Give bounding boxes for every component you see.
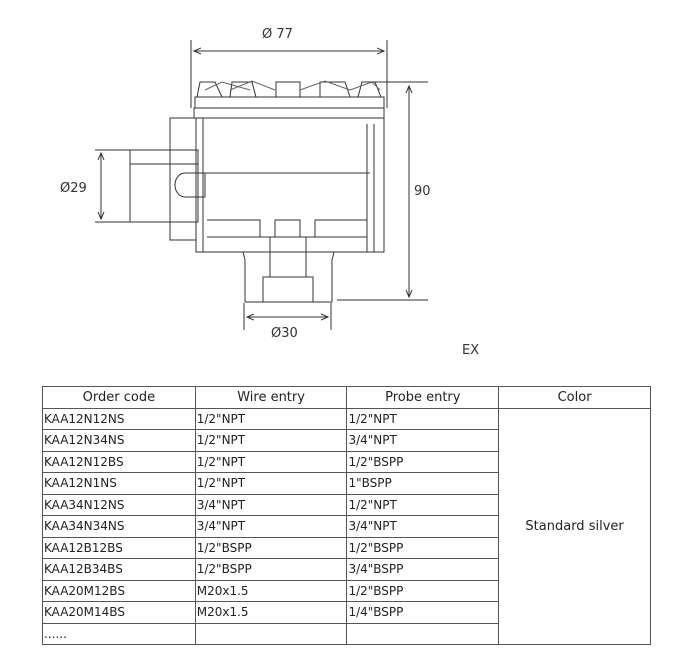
header-order-code: Order code [42,386,196,409]
probe-entry-neck [242,237,335,303]
order-code-cell: KAA20M14BS [42,601,196,624]
wire-entry-cell: 1/2"BSPP [194,558,348,581]
table-header-row: Order code Wire entry Probe entry Color [42,386,651,409]
probe-entry-cell: 3/4"BSPP [346,558,500,581]
junction-box-drawing: Ø 77 [60,27,431,341]
wire-entry-cell: 1/2"NPT [194,407,348,430]
wire-entry-cell: 3/4"NPT [194,515,348,538]
header-color: Color [498,386,651,409]
dim-height-text: 90 [414,184,431,199]
body-outline [195,117,385,253]
dim-bottom-diameter-text: Ø30 [271,326,298,341]
probe-entry-cell: 1/2"NPT [346,493,500,516]
wire-entry-cell: 1/2"NPT [194,472,348,495]
order-code-cell: KAA12N12NS [42,407,196,430]
wire-entry-cell: M20x1.5 [194,601,348,624]
dimension-height: 90 [337,81,431,301]
header-probe-entry: Probe entry [346,386,500,409]
order-code-table: Order code Wire entry Probe entry Color … [42,386,651,645]
wire-entry-cell: M20x1.5 [194,579,348,602]
order-code-cell: KAA12B34BS [42,558,196,581]
dimension-bottom-diameter: Ø30 [243,303,332,341]
variant-label: EX [462,343,480,358]
probe-entry-cell: 1/2"BSPP [346,536,500,559]
dimension-top-diameter: Ø 77 [190,27,388,108]
order-code-cell: ...... [42,622,196,645]
probe-entry-cell: 1"BSPP [346,472,500,495]
wire-entry-cell: 1/2"NPT [194,429,348,452]
order-code-cell: KAA12N34NS [42,429,196,452]
wire-entry-cell: 3/4"NPT [194,493,348,516]
cap-outline [193,80,385,119]
table-row: ...... [42,622,651,645]
order-code-cell: KAA12B12BS [42,536,196,559]
color-cell: Standard silver [498,407,651,645]
probe-entry-cell: 1/2"NPT [346,407,500,430]
header-wire-entry: Wire entry [194,386,348,409]
wire-entry-cell [194,622,348,645]
dimension-side-diameter: Ø29 [60,149,130,223]
dim-side-diameter-text: Ø29 [60,181,87,196]
probe-entry-cell: 1/2"BSPP [346,450,500,473]
dim-top-diameter-text: Ø 77 [262,27,293,42]
wire-entry-cell: 1/2"BSPP [194,536,348,559]
order-code-cell: KAA34N12NS [42,493,196,516]
order-code-cell: KAA12N12BS [42,450,196,473]
probe-entry-cell: 3/4"NPT [346,515,500,538]
order-code-cell: KAA34N34NS [42,515,196,538]
wire-entry-cell: 1/2"NPT [194,450,348,473]
probe-entry-cell: 3/4"NPT [346,429,500,452]
probe-entry-cell [346,622,500,645]
order-code-cell: KAA20M12BS [42,579,196,602]
probe-entry-cell: 1/2"BSPP [346,579,500,602]
probe-entry-cell: 1/4"BSPP [346,601,500,624]
wire-entry-boss [129,117,206,241]
order-code-cell: KAA12N1NS [42,472,196,495]
